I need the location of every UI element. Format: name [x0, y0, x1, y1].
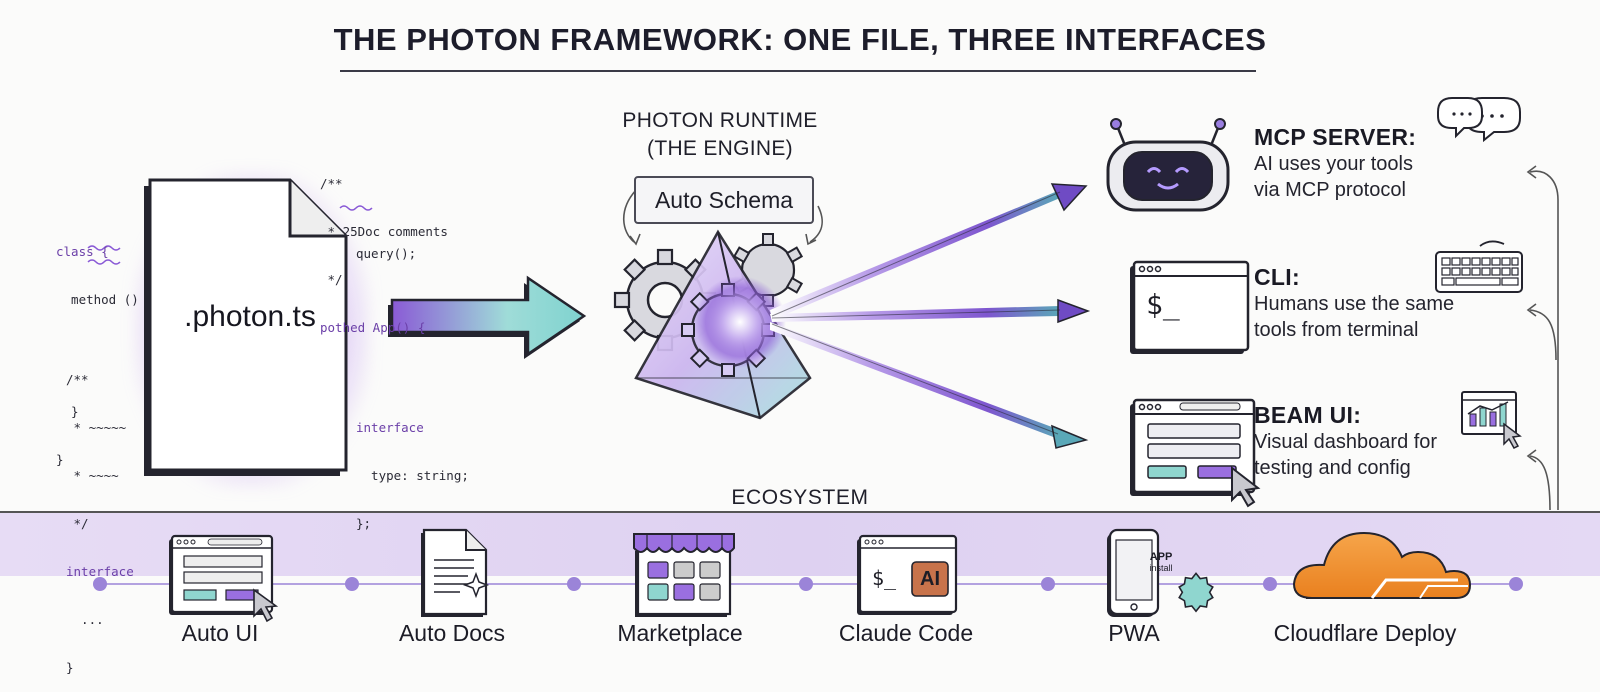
- code-line: /**: [66, 372, 89, 387]
- dashboard-icon: [1130, 398, 1261, 508]
- runtime-title-line1: PHOTON RUNTIME: [622, 109, 818, 132]
- code-line: */: [320, 272, 343, 287]
- interface-title: BEAM UI:: [1254, 402, 1362, 428]
- core-glow: [694, 276, 786, 368]
- robot-icon: [1106, 118, 1230, 212]
- code-line: }: [66, 660, 74, 675]
- feedback-arrows: [1526, 165, 1559, 511]
- ecosystem-item-cloudflare-deploy: Cloudflare Deploy: [1273, 620, 1457, 646]
- terminal-prompt: $_: [1146, 288, 1180, 322]
- code-snippet-right-b: interface type: string; };: [356, 388, 469, 548]
- file-document-icon: [144, 178, 348, 476]
- pwa-badge-line1: APP: [1149, 551, 1173, 563]
- code-line: method (): [56, 292, 139, 307]
- code-line: class {: [56, 244, 109, 259]
- code-line: }: [56, 452, 64, 467]
- pwa-badge-line2: install: [1149, 563, 1173, 573]
- interface-desc-line2: testing and config: [1254, 457, 1411, 479]
- diagram-title: THE PHOTON FRAMEWORK: ONE FILE, THREE IN…: [333, 22, 1267, 57]
- interface-cli: CLI: Humans use the same tools from term…: [1254, 264, 1454, 343]
- title-underline: [340, 70, 1256, 72]
- ecosystem-item-auto-docs: Auto Docs: [398, 620, 506, 646]
- keyboard-icon: [1435, 240, 1523, 293]
- ecosystem-item-pwa: PWA: [1108, 620, 1160, 646]
- output-beams: [770, 183, 1091, 449]
- schema-cycle-arrows: [623, 189, 823, 246]
- file-name: .photon.ts: [184, 300, 316, 333]
- code-line: };: [356, 516, 372, 531]
- diagram-canvas: $_: [87, 97, 1559, 591]
- code-line: }: [56, 404, 79, 419]
- ecosystem-item-auto-ui: Auto UI: [181, 620, 259, 646]
- code-line: interface: [66, 564, 134, 579]
- interface-desc-line1: Humans use the same: [1254, 293, 1455, 315]
- interface-beam-ui: BEAM UI: Visual dashboard for testing an…: [1254, 402, 1437, 481]
- transform-arrow: [388, 275, 587, 359]
- interface-mcp-server: MCP SERVER: AI uses your tools via MCP p…: [1254, 124, 1416, 203]
- runtime-title: PHOTON RUNTIME (THE ENGINE): [600, 107, 840, 163]
- interface-title: MCP SERVER:: [1254, 124, 1417, 150]
- ecosystem-divider: [0, 511, 1600, 513]
- code-snippet-left-a: class { method () } }: [56, 212, 139, 484]
- code-line: pothed App() {: [320, 320, 426, 335]
- ecosystem-item-claude-code: Claude Code: [838, 620, 974, 646]
- claude-ai-badge: AI: [920, 568, 940, 590]
- auto-schema-box: Auto Schema: [634, 176, 814, 224]
- interface-desc-line2: tools from terminal: [1254, 319, 1419, 341]
- code-line: type: string;: [356, 468, 469, 483]
- claude-code-prompt: $_: [872, 566, 897, 590]
- timeline-dots: [93, 577, 1523, 591]
- interface-desc-line1: AI uses your tools: [1254, 153, 1413, 175]
- code-line: * ~~~~: [66, 468, 119, 483]
- code-line: /**: [320, 176, 343, 191]
- ecosystem-item-marketplace: Marketplace: [617, 620, 743, 646]
- interface-desc-line1: Visual dashboard for: [1254, 431, 1438, 453]
- code-line: ...: [66, 612, 104, 627]
- runtime-title-line2: (THE ENGINE): [647, 137, 793, 160]
- interface-title: CLI:: [1254, 264, 1300, 290]
- mini-chart-icon: [1461, 391, 1522, 449]
- ecosystem-label: ECOSYSTEM: [700, 486, 900, 510]
- code-line: * 25Doc comments: [320, 224, 448, 239]
- interface-desc-line2: via MCP protocol: [1254, 179, 1406, 201]
- code-line: * ~~~~~: [66, 420, 127, 435]
- code-snippet-right-a: query();: [356, 246, 417, 261]
- code-line: */: [66, 516, 89, 531]
- pwa-install-badge: APP install: [1138, 552, 1184, 574]
- squiggle-lines: [87, 205, 373, 265]
- code-snippet-left-b: /** * ~~~~~ * ~~~~ */ interface ... }: [66, 340, 134, 692]
- terminal-icon: [1130, 260, 1250, 354]
- chat-bubbles-icon: [1437, 97, 1521, 143]
- code-line: interface: [356, 420, 424, 435]
- code-snippet-top: /** * 25Doc comments */ pothed App() {: [320, 144, 448, 352]
